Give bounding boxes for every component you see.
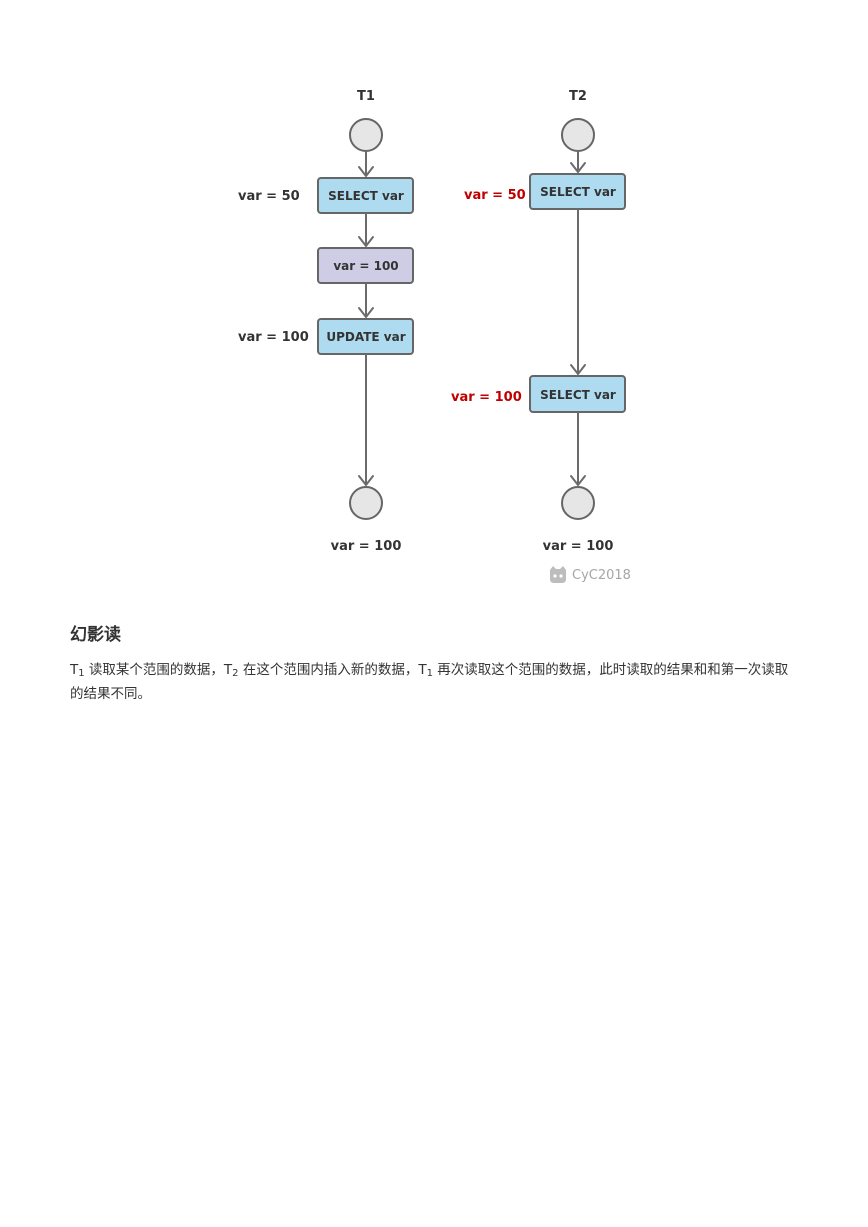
t1-side-label-select: var = 50 xyxy=(238,189,300,204)
t2-start-circle xyxy=(561,118,595,152)
t1-arrow-3 xyxy=(358,307,374,318)
body-t1-sub: 1 xyxy=(78,668,85,679)
t1-start-circle xyxy=(349,118,383,152)
t1-arrow-4 xyxy=(358,475,374,486)
t2-side-label-select-2: var = 100 xyxy=(451,390,522,405)
t2-column: T2 SELECT var SELECT var var = 50 var = … xyxy=(451,89,626,554)
watermark-text: CyC2018 xyxy=(572,568,631,583)
t1-end-circle xyxy=(349,486,383,520)
t2-end-circle xyxy=(561,486,595,520)
body-t2-letter: T xyxy=(223,662,233,678)
t1-side-label-update: var = 100 xyxy=(238,330,309,345)
body-t1-letter: T xyxy=(70,662,79,678)
t2-title: T2 xyxy=(569,89,587,104)
t1-column: T1 SELECT var var = 100 UPDATE var var =… xyxy=(238,89,414,554)
section-body: T1 读取某个范围的数据，T2 在这个范围内插入新的数据，T1 再次读取这个范围… xyxy=(70,658,800,706)
t1-title: T1 xyxy=(357,89,375,104)
t1-arrow-1 xyxy=(358,166,374,177)
body-t2-sub: 2 xyxy=(232,668,239,679)
t1-step-value-label: var = 100 xyxy=(333,259,398,273)
t2-step-select-1-label: SELECT var xyxy=(540,185,616,199)
t2-arrow-2 xyxy=(570,364,586,375)
body-t1b-letter: T xyxy=(418,662,427,678)
t2-side-label-select-1: var = 50 xyxy=(464,188,526,203)
t1-end-label: var = 100 xyxy=(331,539,402,554)
t2-step-select-2-label: SELECT var xyxy=(540,388,616,402)
transaction-diagram: T1 SELECT var var = 100 UPDATE var var =… xyxy=(238,89,631,583)
body-part-2: 在这个范围内插入新的数据， xyxy=(238,662,419,678)
body-part-3: 再次读取这个范围的数据，此时读取的结果和和第一次读取的结果不同。 xyxy=(70,662,789,702)
body-t1b-sub: 1 xyxy=(426,668,433,679)
t2-arrow-1 xyxy=(570,162,586,173)
section-title: 幻影读 xyxy=(70,625,121,645)
t2-end-label: var = 100 xyxy=(543,539,614,554)
github-cat-icon xyxy=(550,566,566,583)
t1-arrow-2 xyxy=(358,236,374,247)
body-part-1: 读取某个范围的数据， xyxy=(84,662,224,678)
t1-step-update-label: UPDATE var xyxy=(326,330,405,344)
t2-arrow-3 xyxy=(570,475,586,486)
t1-step-select-label: SELECT var xyxy=(328,189,404,203)
watermark: CyC2018 xyxy=(550,566,631,583)
